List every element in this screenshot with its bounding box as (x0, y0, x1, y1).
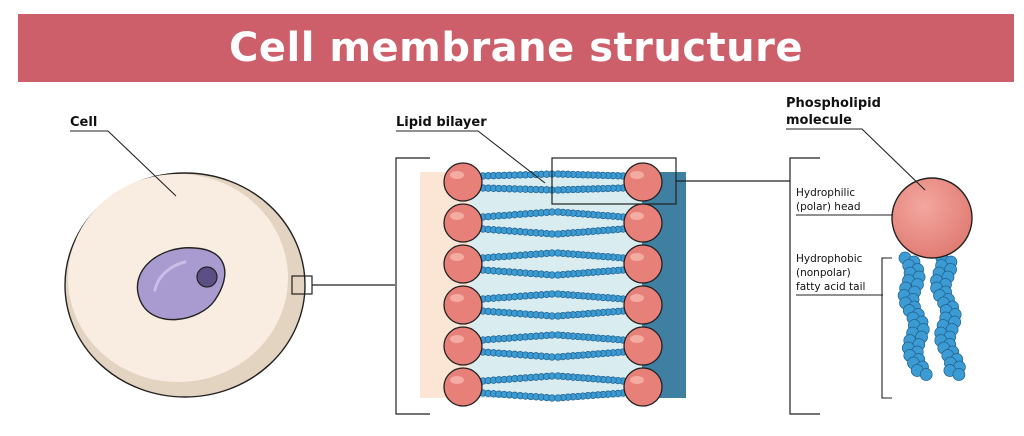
lipid-bilayer (420, 157, 790, 407)
lipid-head (623, 285, 663, 325)
hydrophobic-label-line3: fatty acid tail (796, 281, 865, 293)
membrane-interior (470, 172, 642, 398)
lipid-head (443, 367, 483, 407)
lipid-head (443, 244, 483, 284)
lipid-head (443, 285, 483, 325)
lipid-head (623, 244, 663, 284)
hydrophobic-label-line1: Hydrophobic (796, 253, 863, 265)
phospholipid-head (891, 177, 973, 259)
bilayer-heads (443, 162, 663, 407)
hydrophilic-label-line2: (polar) head (796, 201, 861, 213)
title-banner: Cell membrane structure (18, 14, 1014, 82)
lipid-head (443, 326, 483, 366)
hydrophilic-label-line1: Hydrophilic (796, 187, 855, 199)
lipid-head (443, 162, 483, 202)
phospholipid-molecule (891, 177, 973, 381)
lipid-bilayer-label: Lipid bilayer (396, 115, 487, 130)
page-title: Cell membrane structure (229, 25, 803, 71)
phospholipid-tails (897, 251, 966, 381)
lipid-head (623, 162, 663, 202)
lipid-head (623, 326, 663, 366)
cell-label: Cell (70, 115, 97, 130)
nucleolus (196, 266, 218, 288)
lipid-head (623, 203, 663, 243)
lipid-head (443, 203, 483, 243)
hydrophobic-label-line2: (nonpolar) (796, 267, 851, 279)
lipid-head (623, 367, 663, 407)
cell-illustration (64, 172, 395, 398)
nucleus (136, 247, 226, 321)
phospholipid-label-line2: molecule (786, 113, 852, 128)
phospholipid-label-line1: Phospholipid (786, 96, 881, 111)
